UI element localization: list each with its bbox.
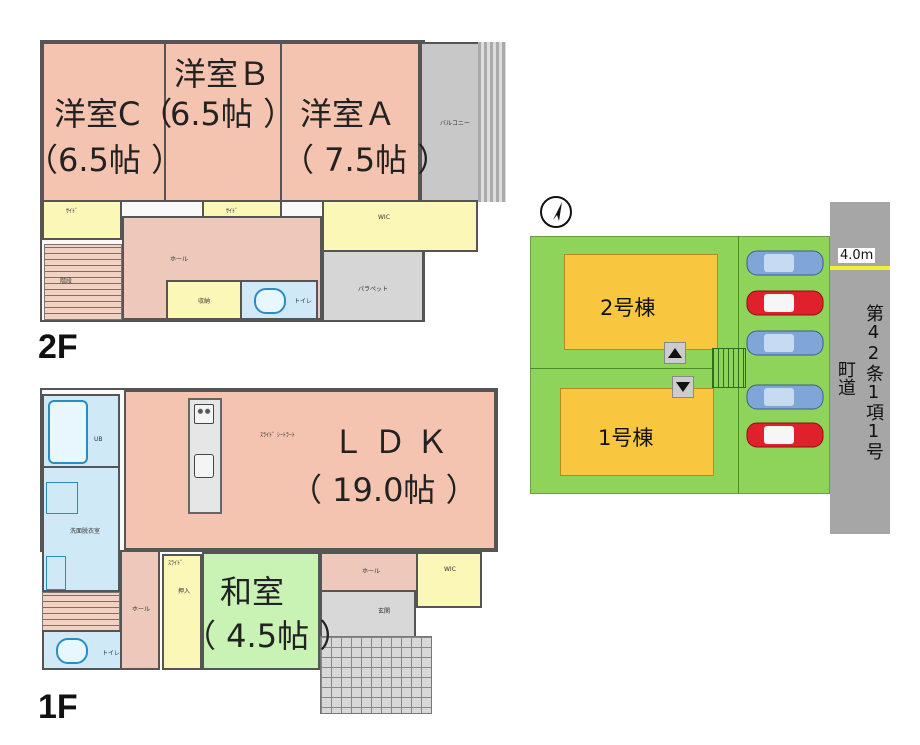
hall-1f <box>120 550 160 670</box>
washitsu-name: 和室 <box>220 573 285 611</box>
room-a-size: （ 7.5帖 ） <box>282 141 450 179</box>
road-width-line <box>830 266 890 270</box>
car-blue-1 <box>746 250 824 276</box>
closet-c <box>42 200 122 240</box>
label-wic-1f: WIC <box>444 566 456 573</box>
wic-1f <box>416 552 482 608</box>
building-1-label: 1号棟 <box>598 426 654 450</box>
room-b-name: 洋室Ｂ <box>174 55 271 93</box>
arrow-down-icon <box>672 376 694 398</box>
label-toilet-2f: トイレ <box>294 298 313 305</box>
floor-2-label: 2F <box>38 328 78 366</box>
wic-2f <box>322 200 478 252</box>
label-hall-2f: ホール <box>170 256 189 263</box>
stove-icon <box>194 404 214 424</box>
road-type-label: 町道 <box>835 360 856 396</box>
car-blue-3 <box>746 384 824 410</box>
label-wic-2f: WIC <box>378 214 390 221</box>
building-2-label: 2号棟 <box>600 296 656 320</box>
washer <box>46 482 78 514</box>
entrance-steps <box>712 348 746 388</box>
toilet-fixture-2f <box>254 288 286 314</box>
storage-2f <box>166 280 242 320</box>
floor-1-plan: UB 洗面脱衣室 ホール トイレ 玄関 ホール WIC 押入 ｽﾗｲﾄﾞ ｽﾗｲ… <box>38 386 513 716</box>
room-c-name: 洋室C（ <box>54 95 173 133</box>
sink-icon <box>194 454 214 478</box>
lot-divider <box>530 368 740 369</box>
label-slide: ｽﾗｲﾄﾞ <box>168 560 184 567</box>
building-1 <box>560 388 714 476</box>
label-toilet-1f: トイレ <box>102 650 121 657</box>
site-plan: 2号棟 1号棟 4.0m 町道 第42条1項1号 <box>530 196 900 538</box>
building-2 <box>564 254 718 350</box>
ldk <box>124 390 496 550</box>
car-red-2 <box>746 422 824 448</box>
room-b-size: 6.5帖 ） <box>170 95 296 133</box>
label-hall-entrance: ホール <box>362 568 381 575</box>
ldk-name: ＬＤＫ <box>332 423 459 461</box>
label-side-b: ｻｲﾄﾞ <box>226 208 239 215</box>
room-a <box>280 42 420 202</box>
road-width-label: 4.0m <box>838 248 876 263</box>
washroom <box>42 466 120 592</box>
room-c <box>42 42 166 202</box>
label-genkan: 玄関 <box>378 608 391 615</box>
label-parapet: パラペット <box>358 286 389 293</box>
stairs-2f <box>44 244 122 320</box>
road-article-label: 第42条1項1号 <box>863 304 884 460</box>
label-side-c: ｻｲﾄﾞ <box>66 208 79 215</box>
balcony-rail <box>478 42 506 202</box>
label-hall-1f: ホール <box>132 606 151 613</box>
vanity <box>46 556 66 590</box>
washitsu-size: （ 4.5帖 ） <box>184 617 352 655</box>
arrow-up-icon <box>664 342 686 364</box>
car-red-1 <box>746 290 824 316</box>
room-a-name: 洋室Ａ <box>300 95 397 133</box>
parapet <box>322 250 424 322</box>
label-oshiire: 押入 <box>178 588 191 595</box>
north-compass-icon <box>540 196 572 228</box>
ldk-size: （ 19.0帖 ） <box>290 471 478 509</box>
label-stairs-2f: 階段 <box>60 278 73 285</box>
label-balcony: バルコニー <box>440 120 470 127</box>
label-washroom: 洗面脱衣室 <box>70 528 101 535</box>
closet-1f <box>162 554 202 670</box>
room-c-size: （6.5帖 ） <box>26 141 184 179</box>
bathtub <box>48 400 88 464</box>
floor-2-plan: ｻｲﾄﾞ ｻｲﾄﾞ WIC ホール 収納 トイレ パラペット バルコニー 階段 … <box>26 38 513 328</box>
car-blue-2 <box>746 330 824 356</box>
label-ub: UB <box>94 436 103 443</box>
label-slide-sheet: ｽﾗｲﾄﾞ ｼｰﾄﾗｰﾄ <box>260 432 295 439</box>
washitsu <box>202 552 320 670</box>
label-storage-2f: 収納 <box>198 298 211 305</box>
toilet-fixture-1f <box>56 638 88 664</box>
floor-1-label: 1F <box>38 688 78 726</box>
porch-tiles <box>320 636 432 714</box>
stairs-1f <box>42 592 120 632</box>
